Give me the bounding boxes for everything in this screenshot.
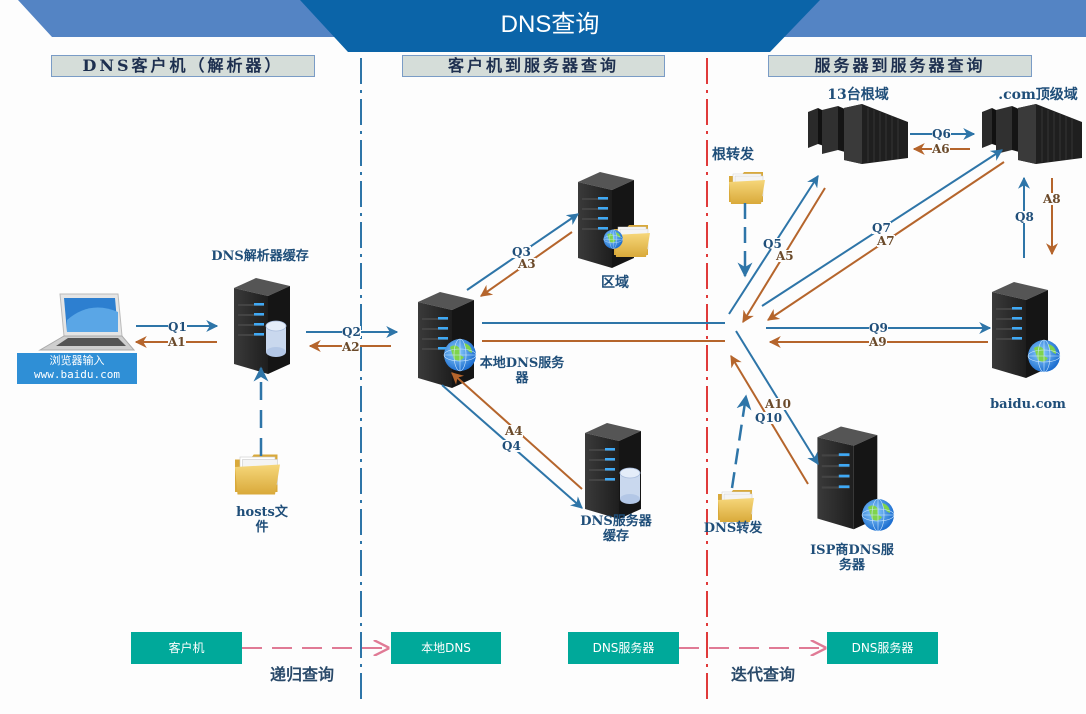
local-dns-label-line1: 本地DNS服务 (479, 356, 565, 371)
a7-label: A7 (877, 234, 895, 248)
local-dns-label-line2: 器 (515, 371, 529, 386)
a5-label: A5 (776, 249, 794, 263)
resolver-cache-label: DNS解析器缓存 (211, 249, 309, 264)
isp-globe-icon (861, 498, 895, 532)
q6-label: Q6 (932, 127, 951, 141)
section-header-server-to-server: 服务器到服务器查询 (768, 55, 1032, 77)
legend-client-box: 客户机 (131, 632, 242, 664)
isp-dns-label-line1: ISP商DNS服 (810, 543, 894, 558)
local-dns-label: 本地DNS服务 器 (470, 356, 574, 386)
q4-label: Q4 (502, 439, 521, 453)
q1-label: Q1 (168, 320, 187, 334)
hosts-file-label-line1: hosts文 (236, 505, 288, 520)
isp-dns-label-line2: 务器 (838, 558, 865, 573)
dns-cache-label: DNS服务器 缓存 (570, 514, 662, 544)
a8-label: A8 (1043, 192, 1061, 206)
root-forward-label: 根转发 (712, 147, 754, 163)
com-tld-servers-icon (981, 103, 1083, 165)
a3-label: A3 (518, 257, 536, 271)
section-header-client-to-server: 客户机到服务器查询 (402, 55, 665, 77)
browser-input-box: 浏览器输入 www.baidu.com (17, 353, 137, 384)
q8-label: Q8 (1015, 210, 1034, 224)
isp-dns-label: ISP商DNS服 务器 (800, 543, 904, 573)
a1-label: A1 (168, 335, 186, 349)
page-title: DNS查询 (500, 11, 600, 38)
dns-cache-label-line2: 缓存 (602, 529, 629, 544)
q10-label: Q10 (755, 411, 783, 425)
a10-label: A10 (765, 397, 792, 411)
com-tld-label: .com顶级域 (998, 87, 1078, 103)
legend-local-dns-box: 本地DNS (391, 632, 501, 664)
legend-recursive-label: 递归查询 (270, 665, 335, 684)
a9-label: A9 (869, 335, 887, 349)
zone-label: 区域 (601, 275, 629, 291)
dns-cache-label-line1: DNS服务器 (580, 514, 652, 529)
hosts-file-label: hosts文 件 (222, 505, 302, 535)
q2-label: Q2 (342, 325, 361, 339)
local-dns-server-icon (418, 292, 474, 388)
banner-right (758, 0, 1086, 37)
dns-forward-arrow (730, 394, 752, 489)
section-header-client: DNS客户机（解析器） (51, 55, 315, 77)
a6-label: A6 (932, 142, 950, 156)
q5-label: Q5 (763, 237, 782, 251)
browser-input-label: 浏览器输入 (49, 354, 105, 367)
banner-left (18, 0, 362, 37)
legend-iterative-label: 迭代查询 (731, 665, 796, 684)
a2-label: A2 (342, 340, 360, 354)
root-servers-icon (807, 103, 909, 165)
baidu-globe-icon (1027, 339, 1061, 373)
legend-dns-server-to-box: DNS服务器 (827, 632, 938, 664)
root-domain-label: 13台根域 (827, 87, 889, 103)
legend-dns-server-from-box: DNS服务器 (568, 632, 679, 664)
banner-center (300, 0, 820, 52)
q3-label: Q3 (512, 245, 531, 259)
root-forward-folder-icon (728, 171, 766, 205)
laptop-icon (38, 293, 136, 351)
hosts-file-label-line2: 件 (255, 520, 269, 535)
baidu-label: baidu.com (990, 397, 1066, 412)
q9-label: Q9 (869, 321, 888, 335)
dns-cache-cylinder-icon (619, 467, 641, 505)
browser-input-url: www.baidu.com (33, 368, 121, 381)
q7-label: Q7 (872, 221, 891, 235)
zone-globe-icon (603, 229, 623, 249)
hosts-folder-icon (234, 453, 281, 496)
dns-forward-folder-icon (717, 489, 755, 523)
resolver-cache-icon (265, 320, 287, 358)
a4-label: A4 (505, 424, 523, 438)
q10-arrow (735, 330, 819, 466)
dns-forward-label: DNS转发 (703, 521, 763, 536)
